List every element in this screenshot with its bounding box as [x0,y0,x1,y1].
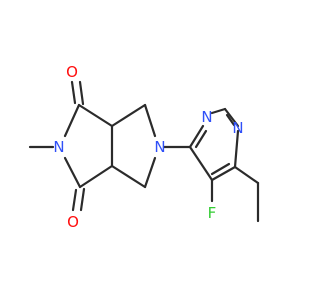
bond-cjunction-top-to-ch2-top [110,103,147,128]
bond-carbonyl-top-1 [70,80,77,105]
bond-carbonyl-top-2 [78,80,85,106]
bond-ccarbonyl-top-to-cjunction-top [77,103,114,128]
bonds [28,80,260,223]
bond-n3-to-c2 [210,107,227,115]
bond-c6-to-ethyl-ch2 [233,165,260,185]
molecule-diagram: O O N N N N F [0,0,300,300]
bond-c5-to-c4 [188,145,214,182]
bond-ccarbonyl-bottom-to-n-imide [63,156,82,189]
bond-ch2-top-to-n-pyrrolidine [143,103,157,138]
atom-labels: O O N N N N F [53,63,243,231]
atom-label-oxygen-bottom: O [67,213,79,231]
bond-cjunction-bottom-to-ch2-bottom [110,164,147,189]
atom-label-fluorine: F [208,204,217,222]
bond-c6-to-c5-inner [210,162,231,176]
atom-label-nitrogen-ring-top: N [201,108,212,126]
bond-ch2-bottom-to-n-pyrrolidine [143,156,157,189]
bond-c4-to-n3 [188,124,205,149]
canvas-background [0,0,300,300]
bond-c2-to-n1 [223,107,240,128]
bond-ccarbonyl-top-to-n-imide [63,103,81,138]
atom-label-nitrogen-imide: N [53,138,64,156]
atom-label-nitrogen-ring-right: N [232,119,243,137]
atom-label-nitrogen-pyrrolidine: N [154,138,165,156]
atom-label-oxygen-top: O [66,63,78,81]
bond-c6-to-c5 [210,165,237,182]
bond-carbonyl-bottom-1 [71,188,78,212]
bond-c2-to-n1-inner [225,113,236,127]
bond-c4-to-n3-inner [194,129,208,149]
bond-n1-to-c6 [233,129,240,169]
bond-ccarbonyl-bottom-to-cjunction-bottom [78,164,114,189]
bond-carbonyl-bottom-2 [79,187,86,212]
